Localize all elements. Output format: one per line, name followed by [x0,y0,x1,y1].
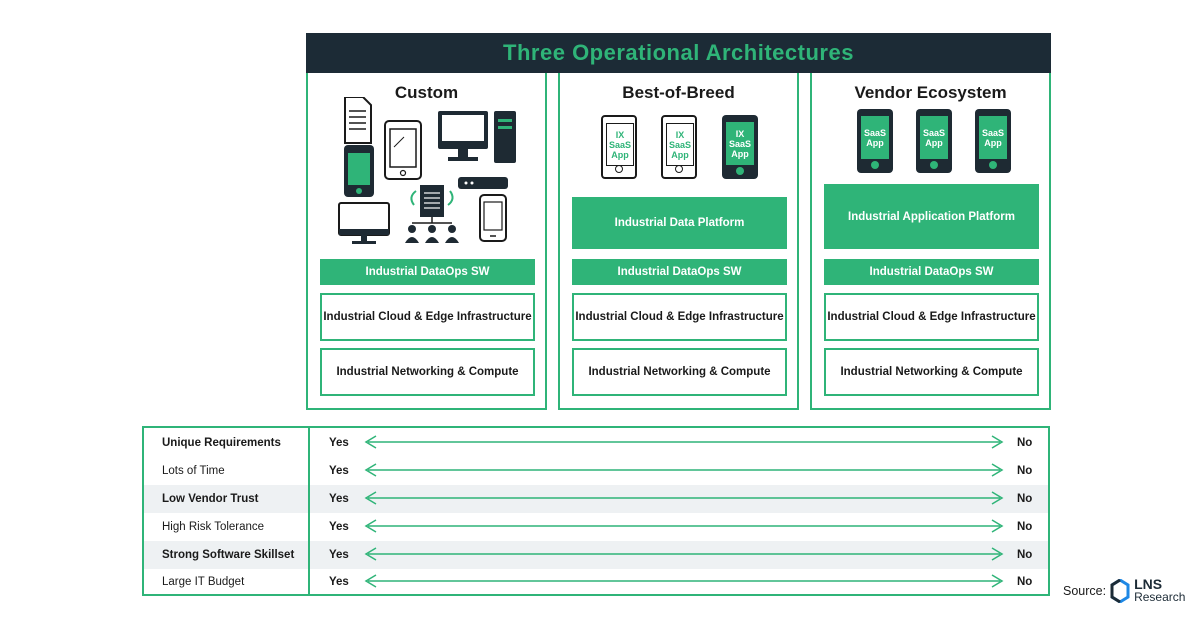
column-title: Vendor Ecosystem [854,83,1007,102]
layer-dataops: Industrial DataOps SW [824,259,1039,285]
lns-logo-icon [1110,579,1130,603]
yes-label: Yes [329,465,349,477]
row-label: Unique Requirements [162,437,281,449]
yes-label: Yes [329,493,349,505]
column-custom: Custom [306,73,547,410]
no-label: No [1017,437,1033,449]
layer-cloud-edge: Industrial Cloud & Edge Infrastructure [572,293,787,341]
double-arrow-icon [364,519,1004,533]
column-title: Custom [394,83,459,102]
yes-label: Yes [329,521,349,533]
yes-label: Yes [329,549,349,561]
column-title: Best-of-Breed [622,83,735,102]
router-icon [458,177,508,189]
lns-wordmark: LNS Research [1134,576,1186,604]
layer-networking: Industrial Networking & Compute [824,348,1039,396]
smartphone-icon [344,145,374,197]
source-credit: Source: LNS Research [1063,576,1186,604]
row-label: Low Vendor Trust [162,493,259,505]
table-row: Lots of Time Yes No [144,457,1048,485]
diagram-title-bar: Three Operational Architectures [306,33,1051,73]
monitor-icon [338,202,390,244]
layer-platform: Industrial Application Platform [824,184,1039,249]
table-row: Low Vendor Trust Yes No [144,485,1048,513]
table-row: Strong Software Skillset Yes No [144,541,1048,569]
no-label: No [1017,521,1033,533]
row-label: Large IT Budget [162,576,245,588]
tablet-icon [384,120,422,180]
yes-label: Yes [329,576,349,588]
double-arrow-icon [364,547,1004,561]
layer-networking: Industrial Networking & Compute [572,348,787,396]
yes-label: Yes [329,437,349,449]
row-label: High Risk Tolerance [162,521,265,533]
no-label: No [1017,493,1033,505]
table-row: Unique Requirements Yes No [144,429,1048,457]
double-arrow-icon [364,435,1004,449]
layer-platform: Industrial Data Platform [572,197,787,249]
criteria-table: Unique Requirements Yes No Lots of Time … [142,426,1050,596]
diagram-title: Three Operational Architectures [503,40,854,65]
document-icon [344,97,372,144]
layer-cloud-edge: Industrial Cloud & Edge Infrastructure [320,293,535,341]
mobile-phone-icon [479,194,507,242]
custom-devices-illustration [338,97,516,244]
layer-dataops: Industrial DataOps SW [320,259,535,285]
brand-line-1: LNS [1134,576,1163,592]
layer-dataops: Industrial DataOps SW [572,259,787,285]
row-label: Strong Software Skillset [162,549,295,561]
table-divider [308,428,310,594]
source-label: Source: [1063,584,1107,598]
double-arrow-icon [364,574,1004,588]
desktop-computer-icon [438,111,516,163]
double-arrow-icon [364,491,1004,505]
no-label: No [1017,549,1033,561]
layer-cloud-edge: Industrial Cloud & Edge Infrastructure [824,293,1039,341]
no-label: No [1017,465,1033,477]
table-row: High Risk Tolerance Yes No [144,513,1048,541]
table-row: Large IT Budget Yes No [144,568,1048,596]
brand-line-2: Research [1134,590,1186,604]
layer-networking: Industrial Networking & Compute [320,348,535,396]
double-arrow-icon [364,463,1004,477]
no-label: No [1017,576,1033,588]
workflow-people-icon [405,185,459,243]
row-label: Lots of Time [162,465,225,477]
